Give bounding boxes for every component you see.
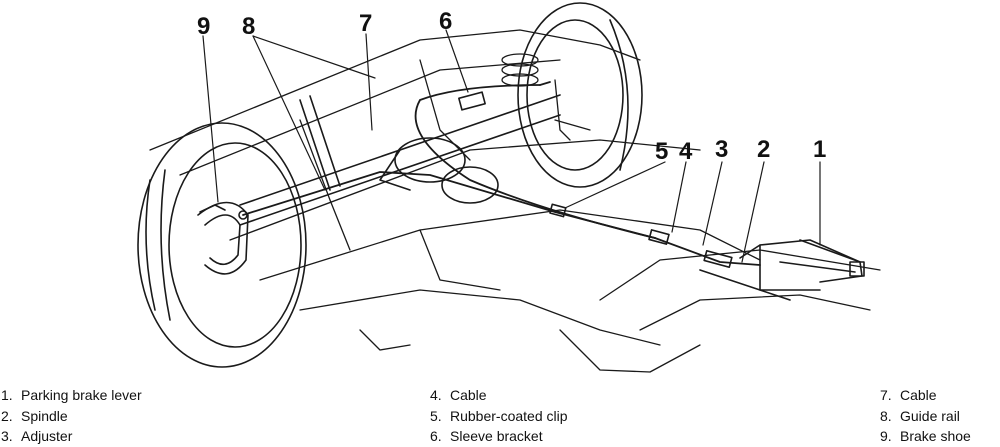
legend-column-1: 1. Parking brake lever 2. Spindle 3. Adjust… — [1, 385, 142, 447]
rear-axle — [239, 94, 561, 226]
callout-1: 1 — [813, 136, 827, 163]
callout-2: 2 — [757, 136, 771, 163]
legend-item: 2. Spindle — [1, 406, 142, 427]
legend-label: Parking brake lever — [21, 387, 142, 403]
sleeve-bracket — [458, 91, 486, 111]
brake-shoe-left — [197, 201, 249, 275]
legend-item: 8. Guide rail — [880, 406, 971, 427]
coil-spring — [501, 53, 591, 141]
callout-4: 4 — [679, 138, 693, 165]
legend-item: 1. Parking brake lever — [1, 385, 142, 406]
legend-item: 6. Sleeve bracket — [430, 426, 568, 447]
callout-9: 9 — [197, 13, 211, 40]
guide-rail — [299, 95, 341, 191]
legend-item: 9. Brake shoe — [880, 426, 971, 447]
legend-label: Cable — [900, 387, 937, 403]
legend-num: 8. — [880, 407, 892, 424]
legend-num: 1. — [1, 387, 13, 403]
callout-5: 5 — [655, 138, 669, 165]
legend-item: 4. Cable — [430, 385, 568, 406]
legend-item: 7. Cable — [880, 385, 971, 406]
legend-num: 2. — [1, 407, 13, 424]
parking-brake-lever — [699, 239, 865, 301]
brake-cables — [242, 81, 761, 266]
rubber-coated-clip — [549, 203, 567, 218]
callout-7: 7 — [359, 10, 373, 37]
legend-label: Brake shoe — [900, 428, 971, 444]
legend-item: 5. Rubber-coated clip — [430, 406, 568, 427]
legend-num: 6. — [430, 428, 442, 444]
chassis-frame — [149, 29, 881, 373]
legend-column-2: 4. Cable 5. Rubber-coated clip 6. Sleeve br… — [430, 385, 568, 447]
adjuster — [648, 229, 733, 268]
callout-6: 6 — [439, 8, 453, 35]
legend-num: 5. — [430, 407, 442, 424]
legend-label: Sleeve bracket — [450, 428, 543, 444]
legend-label: Spindle — [21, 407, 68, 424]
right-wheel — [517, 2, 643, 188]
legend-column-3: 7. Cable 8. Guide rail 9. Brake shoe — [880, 385, 971, 447]
legend-num: 7. — [880, 387, 892, 403]
legend-num: 3. — [1, 428, 13, 444]
legend-label: Cable — [450, 387, 487, 403]
legend-label: Adjuster — [21, 428, 73, 444]
leader-lines — [202, 29, 821, 263]
callout-3: 3 — [715, 136, 729, 163]
legend-label: Guide rail — [900, 407, 960, 424]
callout-8: 8 — [242, 13, 256, 40]
left-wheel — [137, 122, 307, 368]
parking-brake-assembly-drawing — [137, 2, 881, 373]
legend-label: Rubber-coated clip — [450, 407, 568, 424]
legend-num: 4. — [430, 387, 442, 403]
legend-num: 9. — [880, 428, 892, 444]
legend-item: 3. Adjuster — [1, 426, 142, 447]
